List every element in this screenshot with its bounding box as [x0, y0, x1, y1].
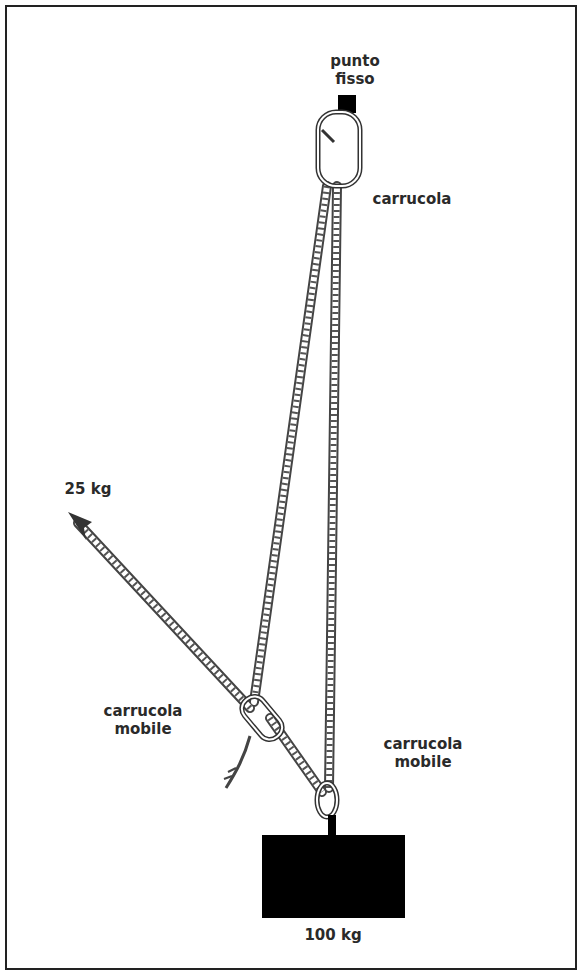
part-label: carrucola mobile: [358, 735, 488, 771]
part-label: punto fisso: [320, 52, 390, 88]
part-label: carrucola: [357, 190, 467, 208]
weight: [262, 835, 405, 918]
part-label: 100 kg: [288, 926, 378, 944]
part-label: carrucola mobile: [78, 702, 208, 738]
frame: [6, 6, 576, 969]
rope: [78, 186, 337, 792]
carabiner: [318, 112, 360, 186]
arrow-head: [68, 512, 92, 540]
shackle: [317, 783, 337, 817]
weight-hook: [328, 815, 336, 837]
part-label: 25 kg: [48, 480, 128, 498]
carabiner: [237, 692, 286, 744]
